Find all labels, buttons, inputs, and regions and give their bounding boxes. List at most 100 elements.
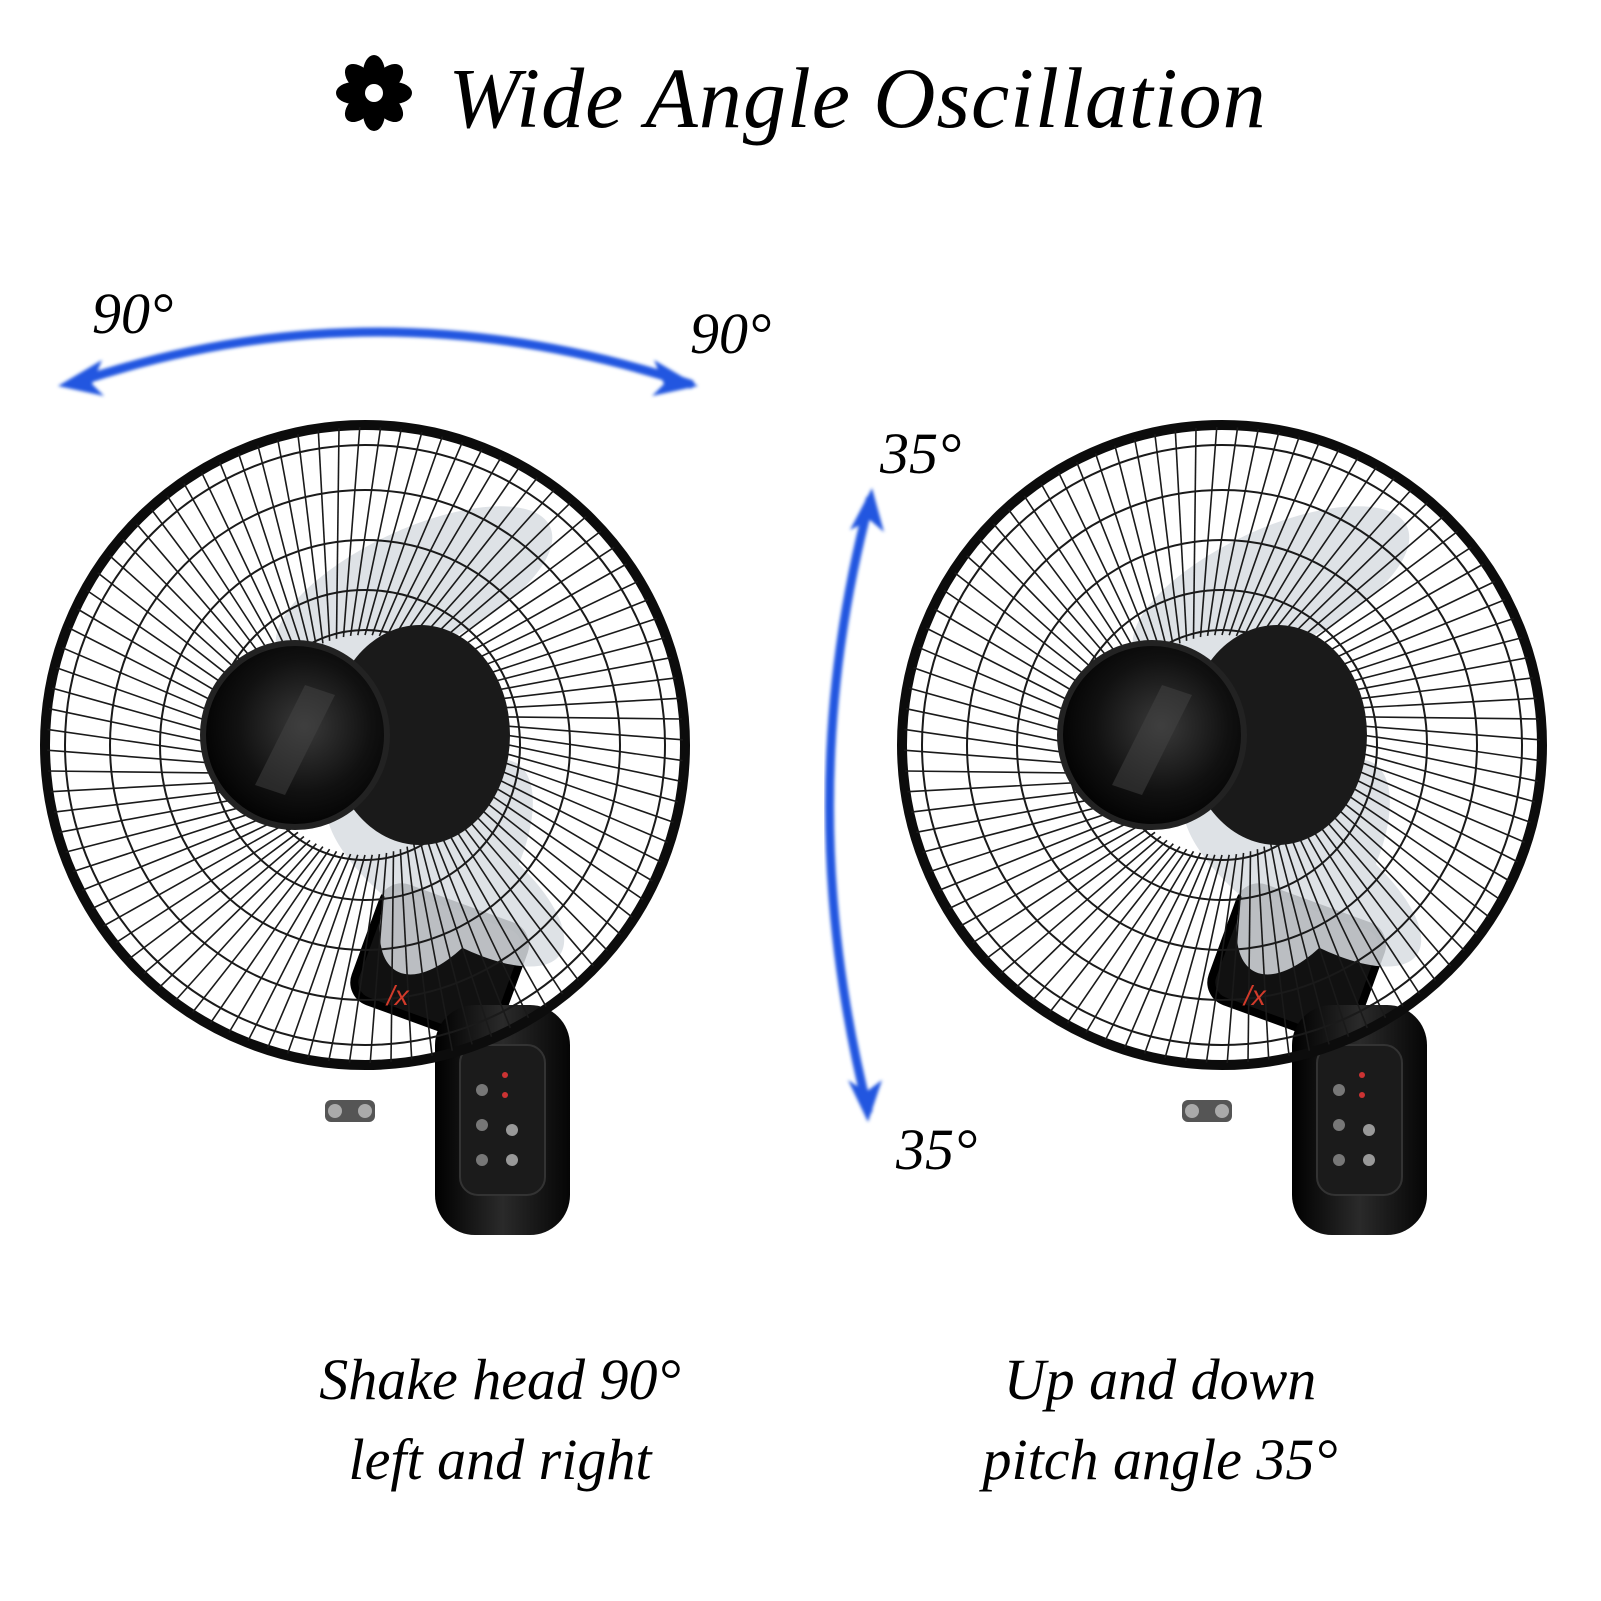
angle-label-bottom: 35°	[896, 1117, 978, 1182]
grille-spoke	[257, 445, 311, 650]
grille-spoke	[1316, 799, 1466, 952]
grille-spoke	[412, 843, 454, 1051]
grille-ring	[897, 420, 1547, 1070]
grille-spoke	[327, 854, 373, 1062]
grille-spoke	[1249, 457, 1359, 640]
motor-housing	[330, 625, 510, 845]
grille-spoke	[183, 483, 288, 668]
grille-spoke	[209, 848, 331, 1024]
caption-left: Shake head 90° left and right	[220, 1340, 780, 1500]
grille-spoke	[442, 822, 547, 1007]
grille-spoke	[419, 840, 473, 1045]
grille-spoke	[192, 846, 324, 1013]
grille-spoke	[938, 811, 1135, 892]
grille-spoke	[473, 758, 669, 844]
grille-spoke	[406, 846, 433, 1056]
caption-right-line2: pitch angle 35°	[982, 1427, 1338, 1492]
grille-spoke	[1282, 515, 1444, 655]
grille-spoke	[286, 854, 359, 1054]
grille-spoke	[474, 744, 679, 803]
caption-left-line2: left and right	[348, 1427, 652, 1492]
grille-spoke	[960, 822, 1145, 927]
grille-spoke	[1023, 495, 1140, 673]
grille-spoke	[266, 853, 352, 1049]
grille-spoke	[1312, 805, 1452, 967]
grille-spoke	[357, 428, 403, 636]
grille-spoke	[425, 515, 587, 655]
grille-spoke	[1308, 811, 1437, 982]
grille-spoke	[1263, 846, 1290, 1056]
grille-ring	[40, 420, 690, 1070]
grille-spoke	[1330, 758, 1526, 844]
grille-spoke	[1123, 853, 1209, 1049]
grille-spoke	[1066, 848, 1188, 1024]
grille-spoke	[1015, 839, 1168, 989]
horizontal-double-arrow	[58, 327, 698, 396]
grille-spoke	[451, 811, 580, 982]
grille-spoke	[1221, 431, 1280, 636]
tilt-knob	[325, 1100, 375, 1122]
title-text: Wide Angle Oscillation	[448, 50, 1267, 146]
grille-spoke	[459, 799, 609, 952]
grille-spoke	[307, 854, 366, 1059]
grille-spoke	[1304, 817, 1421, 995]
grille-spoke	[1085, 850, 1195, 1033]
grille-spoke	[369, 852, 388, 1064]
grille-spoke	[1057, 471, 1151, 663]
grille-spoke	[399, 849, 413, 1060]
grille-spoke	[1323, 786, 1490, 918]
grille-spoke	[1143, 854, 1216, 1054]
grille-spoke	[390, 851, 395, 1062]
grille-spoke	[364, 431, 423, 636]
grille-spoke	[1331, 744, 1536, 803]
grille-spoke	[335, 428, 340, 639]
grille-spoke	[342, 426, 361, 638]
grille-spoke	[470, 772, 653, 882]
grille-spoke	[1320, 793, 1478, 935]
grille-spoke	[218, 461, 299, 658]
tilt-knob	[1182, 1100, 1232, 1122]
grille-spoke	[466, 786, 633, 918]
grille-spoke	[1104, 852, 1202, 1042]
grille-spoke	[247, 852, 345, 1042]
grille-spoke	[1247, 851, 1252, 1062]
grille-spoke	[317, 430, 331, 641]
grille-spoke	[392, 457, 502, 640]
wall-fan-right: /x	[897, 420, 1547, 1235]
grille-spoke	[1205, 853, 1238, 1063]
grille-spoke	[1114, 445, 1168, 650]
grille-spoke	[1184, 854, 1230, 1062]
fan-icon	[336, 55, 413, 131]
grille-spoke	[1256, 849, 1270, 1060]
grille-spoke	[378, 441, 464, 637]
grille-spoke	[1299, 822, 1404, 1007]
grille-spoke	[972, 827, 1150, 944]
grille-spoke	[158, 839, 311, 989]
logo-mark: /x	[385, 980, 410, 1011]
grille-spoke	[1164, 854, 1223, 1059]
grille-spoke	[1206, 427, 1239, 637]
grille-spoke	[1242, 448, 1340, 638]
grille-spoke	[1288, 832, 1369, 1029]
grille-spoke	[143, 835, 305, 975]
grille-spoke	[1269, 843, 1311, 1051]
grille-spoke	[1282, 836, 1350, 1038]
grille-spoke	[276, 439, 318, 647]
grille-spoke	[1263, 477, 1395, 644]
grille-spoke	[371, 436, 444, 636]
grille-spoke	[1270, 489, 1412, 647]
grille-spoke	[175, 843, 317, 1001]
grille-spoke	[1154, 434, 1181, 644]
grille-spoke	[349, 427, 382, 637]
vertical-double-arrow	[825, 488, 884, 1122]
caption-left-line1: Shake head 90°	[319, 1347, 681, 1412]
grille-spoke	[419, 501, 572, 651]
grille-spoke	[468, 779, 644, 901]
grille-spoke	[1293, 827, 1387, 1019]
grille-spoke	[1256, 466, 1378, 642]
grille-spoke	[228, 850, 338, 1033]
grille-spoke	[413, 489, 555, 647]
grille-spoke	[1040, 483, 1145, 668]
grille-spoke	[72, 805, 274, 873]
